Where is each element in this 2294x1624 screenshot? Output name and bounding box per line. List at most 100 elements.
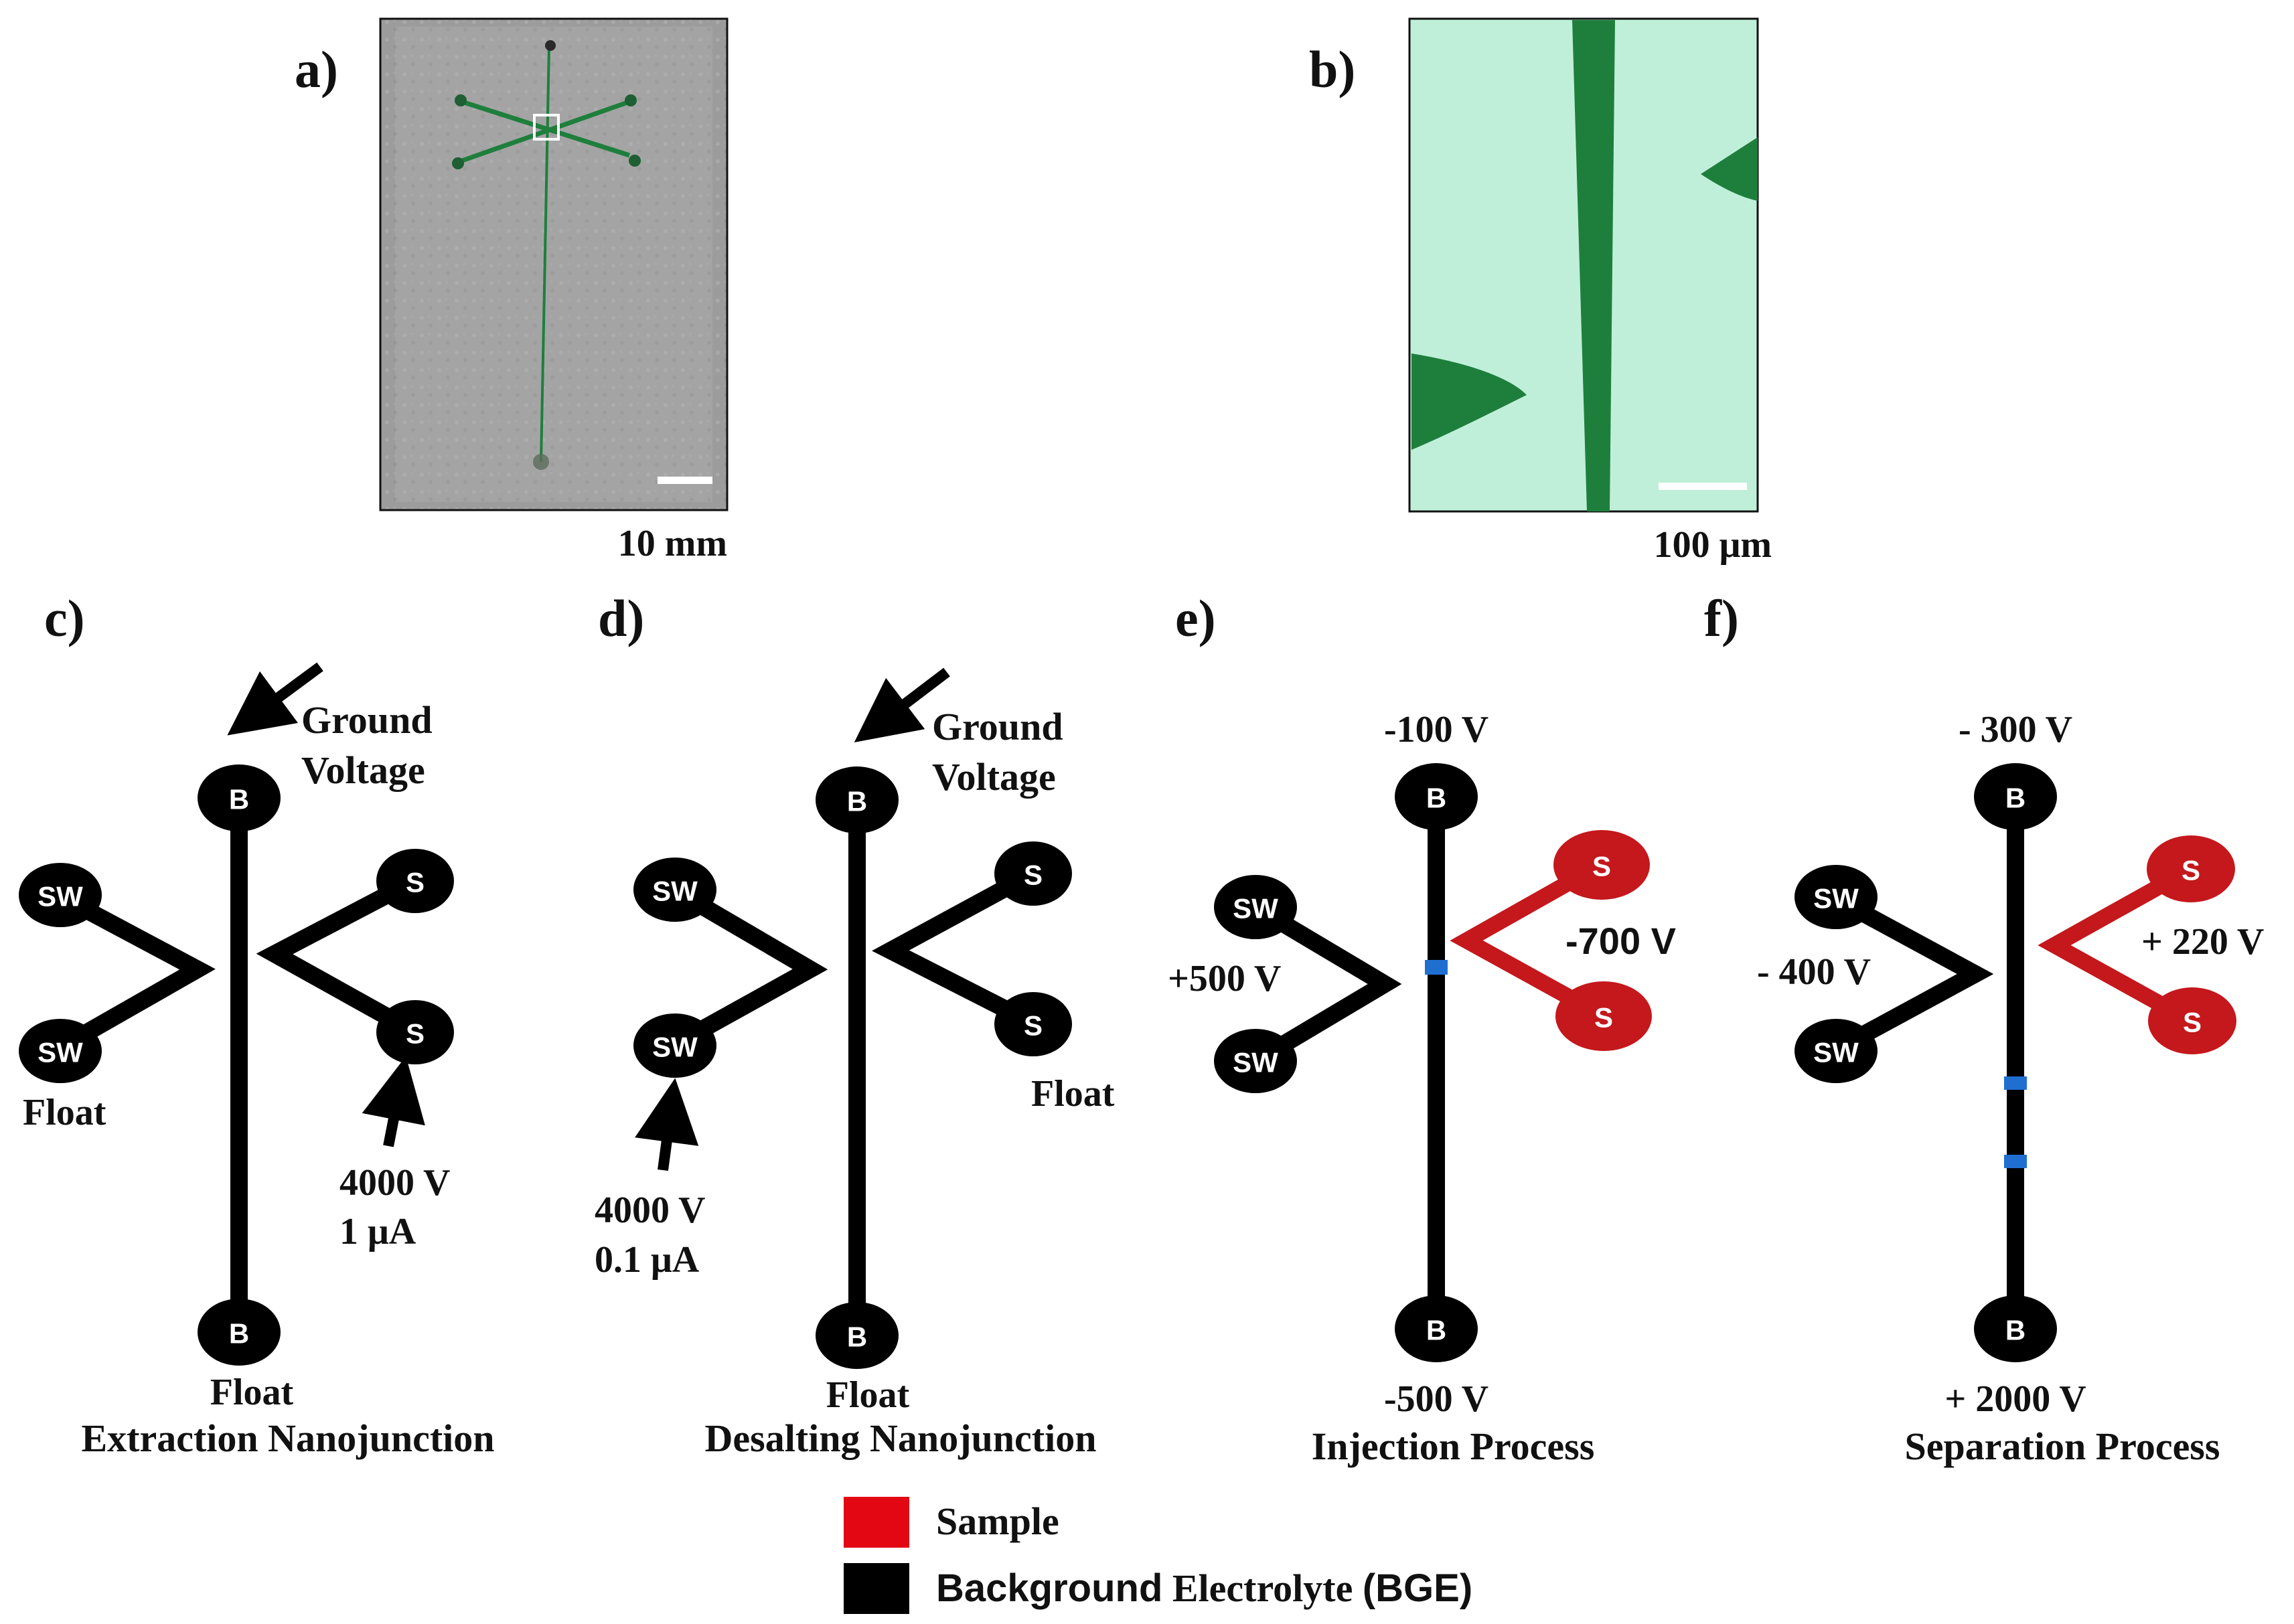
node-sw-bottom-f: SW	[1794, 1019, 1878, 1083]
panel-c-label: c)	[44, 589, 85, 647]
panel-e: e) B B SW SW S S -100 V +500 V -700 V -5…	[1168, 589, 1676, 1468]
svg-text:B: B	[1426, 783, 1446, 814]
channel-network-c	[52, 793, 420, 1332]
arrow-ground-d	[854, 667, 950, 743]
voltage-left-e: +500 V	[1168, 958, 1281, 999]
voltage-value-c: 4000 V	[339, 1162, 450, 1204]
svg-text:S: S	[406, 1018, 425, 1050]
node-sw-top-e: SW	[1214, 875, 1297, 939]
svg-text:B: B	[847, 1321, 867, 1353]
arrow-voltage-c	[362, 1056, 425, 1147]
node-b-bottom-f: B	[1974, 1295, 2057, 1362]
sample-plug-f-2	[2004, 1155, 2027, 1168]
caption-e: Injection Process	[1312, 1425, 1595, 1468]
panel-a-label: a)	[295, 40, 338, 98]
svg-text:SW: SW	[652, 876, 698, 907]
svg-text:S: S	[1024, 860, 1043, 891]
sample-plug-e	[1425, 960, 1448, 975]
voltage-bottom-f: + 2000 V	[1944, 1378, 2086, 1420]
node-sw-bottom-e: SW	[1214, 1029, 1297, 1093]
svg-text:S: S	[1592, 851, 1611, 882]
current-value-d: 0.1 μA	[595, 1239, 700, 1281]
node-s-top-f: S	[2147, 835, 2235, 902]
ground-label-c: Ground	[301, 698, 433, 742]
svg-text:S: S	[2182, 855, 2200, 886]
node-sw-bottom-d: SW	[633, 1013, 716, 1078]
svg-text:B: B	[1426, 1315, 1446, 1346]
scale-label-a: 10 mm	[618, 523, 727, 564]
svg-text:B: B	[2005, 783, 2025, 814]
node-b-top-f: B	[1974, 763, 2057, 830]
current-value-c: 1 μA	[339, 1211, 416, 1252]
node-s-bottom-d: S	[994, 992, 1072, 1056]
panel-c: c) B B SW SW S S Ground Voltage Float 40…	[19, 589, 495, 1460]
svg-text:SW: SW	[1233, 1047, 1278, 1078]
zoom-box	[533, 114, 560, 141]
node-b-top-c: B	[198, 764, 281, 831]
panel-d: d) B B SW SW S S Ground Voltage Float 40…	[595, 589, 1115, 1460]
voltage-top-e: -100 V	[1384, 709, 1488, 750]
svg-text:B: B	[847, 786, 867, 817]
svg-text:S: S	[406, 867, 425, 898]
channel-network-e	[1251, 797, 1608, 1329]
svg-text:SW: SW	[1813, 883, 1859, 914]
voltage-value-d: 4000 V	[595, 1190, 705, 1231]
panel-b: b) 100 μm	[1309, 17, 1772, 566]
svg-text:S: S	[2183, 1007, 2202, 1038]
ground-label-d: Ground	[932, 705, 1063, 748]
svg-text:B: B	[229, 784, 249, 815]
svg-text:SW: SW	[1813, 1037, 1859, 1068]
legend-swatch-sample	[844, 1497, 909, 1548]
node-sw-top-d: SW	[633, 858, 716, 922]
legend-item-sample: Sample	[844, 1497, 1059, 1548]
svg-text:SW: SW	[1233, 893, 1278, 924]
voltage-left-f: - 400 V	[1757, 951, 1871, 993]
sample-plug-f-1	[2004, 1076, 2027, 1090]
node-b-top-d: B	[816, 766, 899, 833]
node-b-bottom-d: B	[816, 1302, 899, 1369]
float-right-d: Float	[1031, 1073, 1115, 1115]
voltage-right-e: -700 V	[1565, 920, 1676, 962]
chip-photo	[379, 17, 729, 511]
svg-text:SW: SW	[37, 1037, 83, 1068]
node-s-bottom-e: S	[1555, 981, 1652, 1051]
node-sw-top-c: SW	[19, 863, 102, 927]
panel-d-label: d)	[598, 589, 644, 647]
svg-text:B: B	[229, 1318, 249, 1350]
scale-bar-a	[658, 477, 712, 484]
panel-e-label: e)	[1175, 589, 1216, 647]
node-s-top-c: S	[376, 849, 454, 913]
caption-d: Desalting Nanojunction	[705, 1416, 1097, 1460]
svg-text:SW: SW	[652, 1032, 698, 1063]
node-b-top-e: B	[1395, 763, 1478, 830]
node-s-bottom-c: S	[376, 1000, 454, 1064]
panel-f-label: f)	[1704, 589, 1739, 647]
node-s-top-e: S	[1553, 830, 1650, 900]
microscope-photo	[1408, 17, 1759, 513]
legend-label-sample: Sample	[936, 1499, 1059, 1543]
node-s-top-d: S	[994, 841, 1072, 906]
float-bottom-d: Float	[826, 1374, 910, 1416]
svg-text:B: B	[2005, 1315, 2025, 1346]
legend: Sample Background Electrolyte (BGE)	[844, 1497, 1472, 1614]
scale-label-b: 100 μm	[1654, 524, 1772, 566]
node-b-bottom-c: B	[198, 1299, 281, 1366]
legend-label-bge: Background Electrolyte (BGE)	[936, 1566, 1472, 1610]
node-sw-bottom-c: SW	[19, 1019, 102, 1083]
scale-bar-b	[1659, 483, 1747, 490]
voltage-label-c: Voltage	[301, 748, 425, 792]
svg-text:S: S	[1024, 1010, 1043, 1042]
caption-f: Separation Process	[1905, 1425, 2220, 1468]
panel-f: f) B B SW SW S S - 300 V - 400 V + 220 V…	[1704, 589, 2264, 1468]
channel-network-f	[1829, 797, 2195, 1329]
caption-c: Extraction Nanojunction	[81, 1416, 494, 1460]
voltage-right-f: + 220 V	[2141, 921, 2264, 963]
svg-text:SW: SW	[37, 881, 83, 912]
arrow-ground-c	[227, 662, 323, 736]
float-left-c: Float	[23, 1092, 106, 1133]
legend-swatch-bge	[844, 1563, 909, 1614]
voltage-top-f: - 300 V	[1959, 709, 2072, 750]
arrow-voltage-d	[635, 1078, 699, 1171]
panel-b-label: b)	[1309, 40, 1355, 98]
